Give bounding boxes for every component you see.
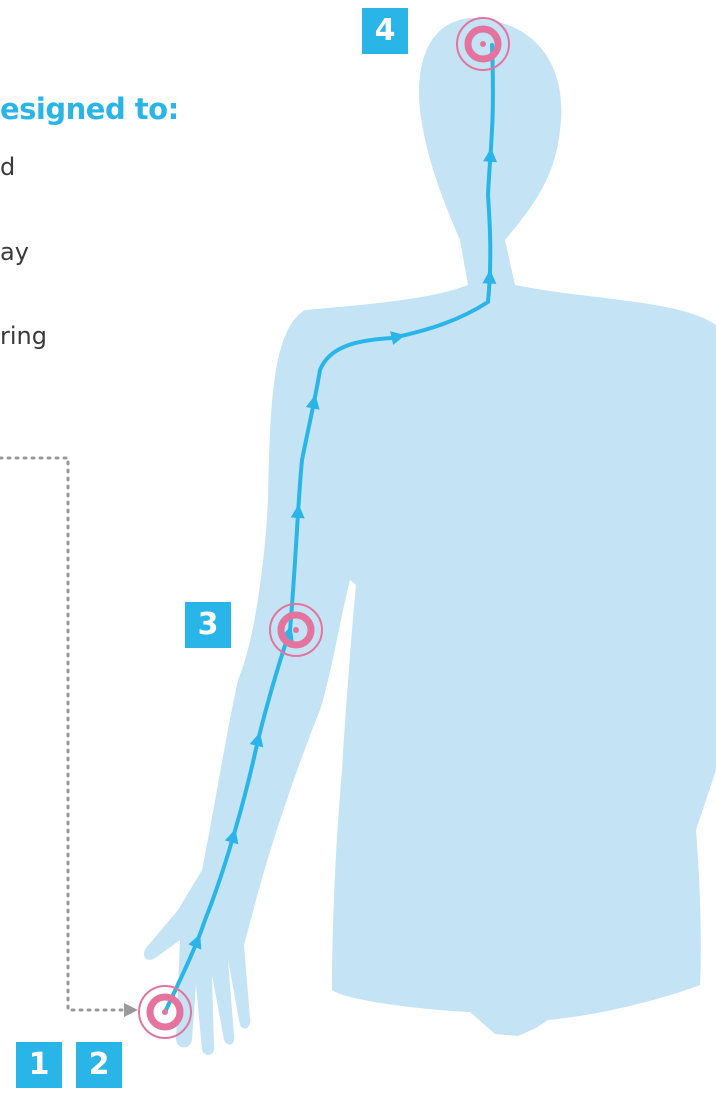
human-silhouette-icon (144, 18, 716, 1055)
step-badge-4: 4 (362, 8, 408, 54)
heading-text: esigned to: (0, 92, 179, 126)
target-ring-brain-icon (457, 18, 509, 70)
target-ring-hand-icon (139, 986, 191, 1038)
dotted-connector (0, 458, 124, 1010)
bullet-fragment-1: d (0, 153, 15, 181)
connector-arrowhead-icon (124, 1003, 138, 1017)
step-badge-1: 1 (16, 1042, 62, 1088)
step-badge-2: 2 (76, 1042, 122, 1088)
bullet-fragment-2: ay (0, 238, 29, 266)
target-ring-elbow-icon (270, 604, 322, 656)
step-badge-3: 3 (185, 602, 231, 648)
human-silhouette-body (144, 18, 716, 1055)
bullet-fragment-3: ring (0, 322, 47, 350)
